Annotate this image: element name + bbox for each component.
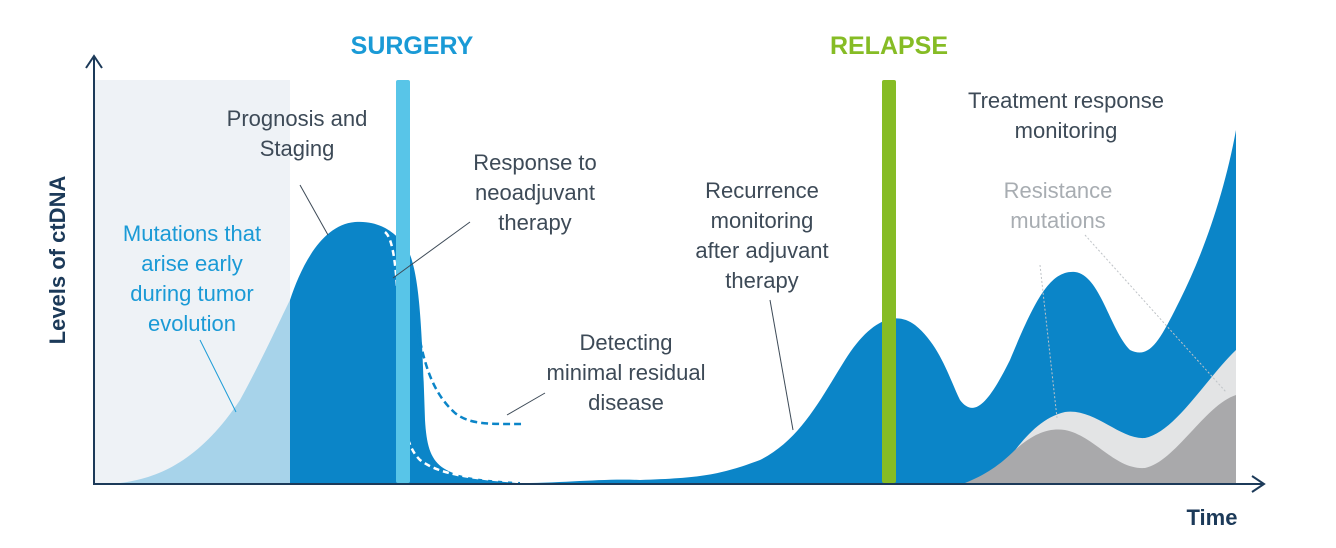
- prognosis-annotation: Prognosis and Staging: [227, 106, 368, 161]
- annotation-line: evolution: [148, 311, 236, 336]
- annotation-line: Detecting: [580, 330, 673, 355]
- annotation-line: minimal residual: [547, 360, 706, 385]
- annotation-line: monitoring: [711, 208, 814, 233]
- leader-mrd: [506, 392, 546, 416]
- y-axis-arrow-icon: [85, 54, 103, 69]
- annotation-line: monitoring: [1015, 118, 1118, 143]
- annotation-line: Staging: [260, 136, 335, 161]
- annotation-line: arise early: [141, 251, 242, 276]
- x-axis-label: Time: [1187, 505, 1238, 530]
- leader-neoadjuvant: [392, 221, 471, 279]
- early-mutation-area: [120, 300, 290, 483]
- leader-resistance-2: [1084, 234, 1227, 393]
- mrd-annotation: Detecting minimal residual disease: [547, 330, 706, 415]
- annotation-line: after adjuvant: [695, 238, 828, 263]
- leader-resistance-1: [1039, 264, 1058, 419]
- annotation-line: Prognosis and: [227, 106, 368, 131]
- annotation-line: during tumor: [130, 281, 254, 306]
- annotation-line: therapy: [498, 210, 571, 235]
- annotation-line: Recurrence: [705, 178, 819, 203]
- treatment-response-annotation: Treatment response monitoring: [968, 88, 1164, 143]
- leader-prognosis: [299, 184, 329, 236]
- surgery-marker-bar: [396, 80, 410, 483]
- annotation-line: disease: [588, 390, 664, 415]
- annotation-line: mutations: [1010, 208, 1105, 233]
- annotation-line: neoadjuvant: [475, 180, 595, 205]
- leader-recurrence: [769, 299, 794, 431]
- relapse-heading: RELAPSE: [830, 32, 948, 60]
- neoadjuvant-annotation: Response to neoadjuvant therapy: [473, 150, 597, 235]
- relapse-marker-bar: [882, 80, 896, 483]
- annotation-line: therapy: [725, 268, 798, 293]
- annotation-line: Treatment response: [968, 88, 1164, 113]
- mrd-dashed-curve: [416, 329, 526, 426]
- annotation-line: Mutations that: [123, 221, 261, 246]
- recurrence-ctdna-area: [500, 130, 1236, 484]
- annotation-line: Response to: [473, 150, 597, 175]
- recurrence-annotation: Recurrence monitoring after adjuvant the…: [695, 178, 828, 293]
- resistance-dark-area: [965, 395, 1236, 483]
- leader-early-mutations: [199, 339, 237, 413]
- x-axis-arrow-icon: [1251, 475, 1266, 493]
- resistance-annotation: Resistance mutations: [1004, 178, 1113, 233]
- y-axis-label: Levels of ctDNA: [45, 176, 70, 345]
- annotation-line: Resistance: [1004, 178, 1113, 203]
- surgery-heading: SURGERY: [351, 32, 474, 60]
- early-mutations-annotation: Mutations that arise early during tumor …: [123, 221, 261, 336]
